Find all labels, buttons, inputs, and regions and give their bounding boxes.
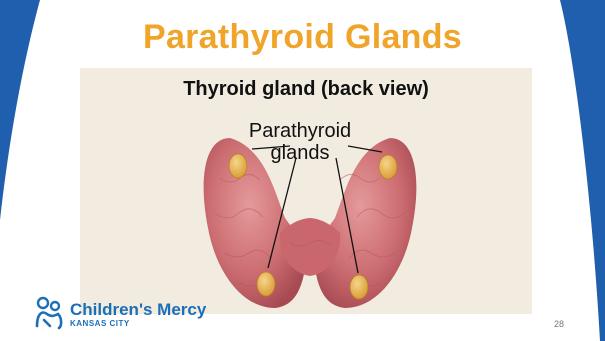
parathyroid-gland-lower-right <box>350 275 368 299</box>
thyroid-illustration <box>80 68 532 314</box>
parathyroid-label: Parathyroid <box>200 120 400 143</box>
logo-name: Children's Mercy <box>70 300 206 320</box>
slide-title: Parathyroid Glands <box>0 18 605 57</box>
logo-city: KANSAS CITY <box>70 319 130 328</box>
figure-title: Thyroid gland (back view) <box>80 78 532 101</box>
glands-label: glands <box>200 142 400 165</box>
parathyroid-gland-lower-left <box>257 272 275 296</box>
thyroid-figure: Thyroid gland (back view) Parathyroid gl… <box>80 68 532 314</box>
logo-figure-icon <box>34 296 64 330</box>
page-number: 28 <box>540 319 564 329</box>
